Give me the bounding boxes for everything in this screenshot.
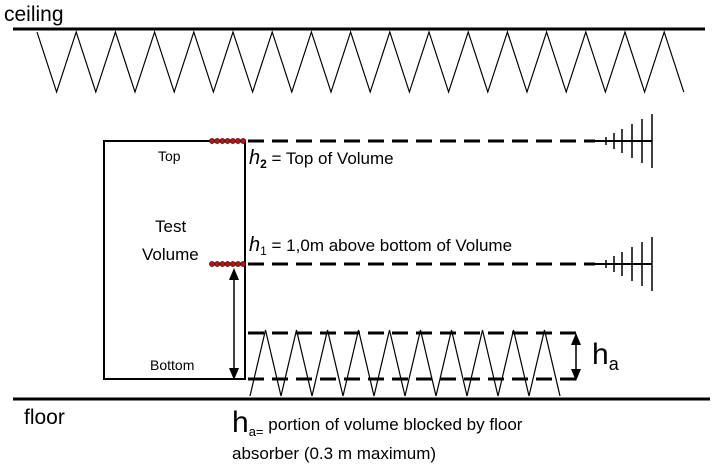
measurement-point bbox=[219, 138, 226, 144]
measurement-point bbox=[240, 138, 247, 144]
bottom-label: Bottom bbox=[150, 357, 194, 373]
arrow-head-up bbox=[229, 268, 239, 280]
log-periodic-antenna-icon bbox=[592, 114, 653, 168]
measurement-point bbox=[235, 261, 241, 267]
measurement-point bbox=[224, 261, 231, 267]
ceiling-absorber bbox=[36, 30, 685, 94]
floor-absorber bbox=[249, 329, 561, 397]
top-dot-row bbox=[209, 138, 247, 144]
measurement-point bbox=[214, 138, 221, 144]
floor-label: floor bbox=[24, 406, 65, 429]
log-periodic-antenna-icon bbox=[592, 237, 653, 291]
ceiling-label: ceiling bbox=[4, 3, 64, 26]
test-volume-box bbox=[103, 140, 246, 380]
test-label: Test bbox=[155, 217, 186, 236]
measurement-point bbox=[214, 261, 221, 267]
measurement-point bbox=[219, 261, 226, 267]
measurement-point bbox=[224, 138, 231, 144]
ha-note: ha= portion of volume blocked by floor bbox=[232, 406, 523, 439]
arrow-head-down bbox=[229, 368, 239, 380]
measurement-point bbox=[229, 138, 236, 144]
measurement-point bbox=[235, 138, 241, 144]
h1-label: h1 = 1,0m above bottom of Volume bbox=[249, 234, 512, 258]
volume-label: Volume bbox=[142, 245, 199, 264]
ha-note-line2: absorber (0.3 m maximum) bbox=[232, 444, 436, 463]
measurement-point bbox=[209, 138, 215, 144]
measurement-point bbox=[240, 261, 247, 267]
ha-label: ha bbox=[592, 338, 620, 374]
measurement-point bbox=[209, 261, 215, 267]
h2-label: h2 = Top of Volume bbox=[249, 147, 394, 171]
measurement-point bbox=[229, 261, 236, 267]
mid-dot-row bbox=[209, 261, 247, 267]
top-label: Top bbox=[158, 148, 181, 164]
ha-arrow-head-up bbox=[571, 333, 581, 345]
ha-arrow-head-down bbox=[571, 369, 581, 381]
